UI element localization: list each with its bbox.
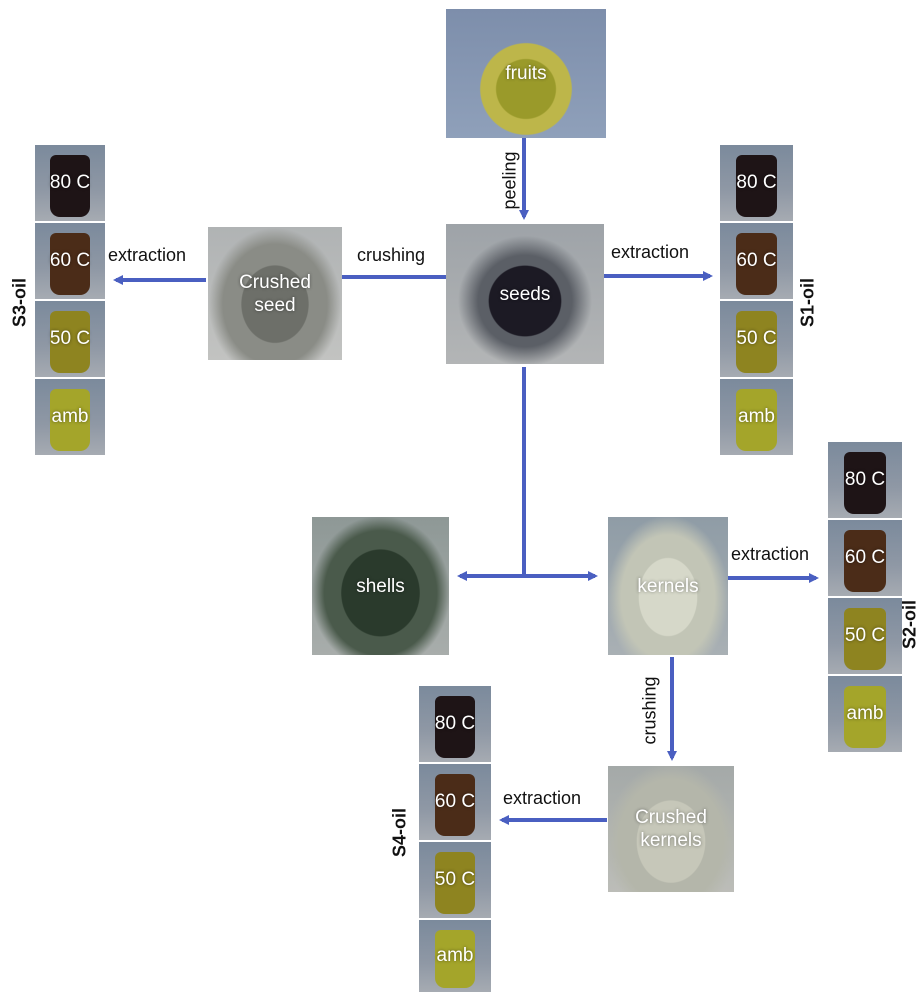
fruits-photo: fruits	[446, 9, 606, 138]
node-shells-label: shells	[356, 575, 405, 597]
node-crushed-seed-label: Crushed seed	[239, 271, 311, 316]
s2-oil-jars: 80 C 60 C 50 C amb	[828, 442, 902, 753]
jar-label: 80 C	[49, 172, 91, 193]
jar: amb	[419, 920, 491, 992]
jar: 50 C	[720, 301, 793, 377]
node-kernels-label: kernels	[637, 575, 699, 597]
jar-label: amb	[738, 406, 775, 427]
jar: 80 C	[35, 145, 105, 221]
jar: amb	[828, 676, 902, 752]
jar: amb	[35, 379, 105, 455]
jar-label: amb	[846, 703, 884, 724]
jar: 60 C	[720, 223, 793, 299]
node-fruits-label: fruits	[505, 63, 547, 84]
edge-label-crushing-seeds: crushing	[357, 245, 426, 265]
jar-label: 50 C	[844, 625, 886, 646]
jar: 50 C	[35, 301, 105, 377]
s3-oil-label: S3-oil	[9, 278, 30, 328]
crushed-seed-photo: Crushed seed	[208, 227, 342, 360]
jar: 80 C	[720, 145, 793, 221]
edge-label-extraction-s3: extraction	[108, 245, 187, 265]
edge-label-extraction-s2: extraction	[731, 544, 810, 564]
edge-label-extraction-s4: extraction	[503, 788, 582, 808]
crushed-kernels-photo: Crushed kernels	[608, 766, 734, 892]
edge-label-crushing-kernels: crushing	[639, 676, 660, 745]
jar: 80 C	[828, 442, 902, 518]
jar: 80 C	[419, 686, 491, 762]
seeds-photo: seeds	[446, 224, 604, 364]
s2-oil-label: S2-oil	[899, 600, 920, 650]
node-crushed-kernels-label: Crushed kernels	[635, 807, 707, 851]
jar-label: amb	[436, 945, 474, 966]
s1-oil-label: S1-oil	[797, 278, 818, 328]
jar-label: 50 C	[434, 869, 476, 890]
jar-label: 50 C	[49, 328, 91, 349]
jar-label: 60 C	[49, 250, 91, 271]
jar-label: 60 C	[736, 250, 777, 271]
jar: amb	[720, 379, 793, 455]
jar: 50 C	[419, 842, 491, 918]
jar-label: 80 C	[736, 172, 777, 193]
jar: 60 C	[419, 764, 491, 840]
jar-label: amb	[51, 406, 89, 427]
jar-label: 60 C	[844, 547, 886, 568]
jar: 60 C	[828, 520, 902, 596]
node-seeds-label: seeds	[499, 283, 551, 305]
s4-oil-jars: 80 C 60 C 50 C amb	[419, 686, 491, 992]
jar-label: 80 C	[434, 713, 476, 734]
shells-photo: shells	[312, 517, 449, 655]
s3-oil-jars: 80 C 60 C 50 C amb	[35, 145, 105, 456]
edge-label-peeling: peeling	[499, 151, 520, 210]
jar-label: 50 C	[736, 328, 777, 349]
edge-label-extraction-s1: extraction	[611, 242, 690, 262]
jar: 60 C	[35, 223, 105, 299]
s1-oil-jars: 80 C 60 C 50 C amb	[720, 145, 793, 456]
jar: 50 C	[828, 598, 902, 674]
s4-oil-label: S4-oil	[389, 808, 410, 858]
jar-label: 60 C	[434, 791, 476, 812]
kernels-photo: kernels	[608, 517, 728, 655]
jar-label: 80 C	[844, 469, 886, 490]
